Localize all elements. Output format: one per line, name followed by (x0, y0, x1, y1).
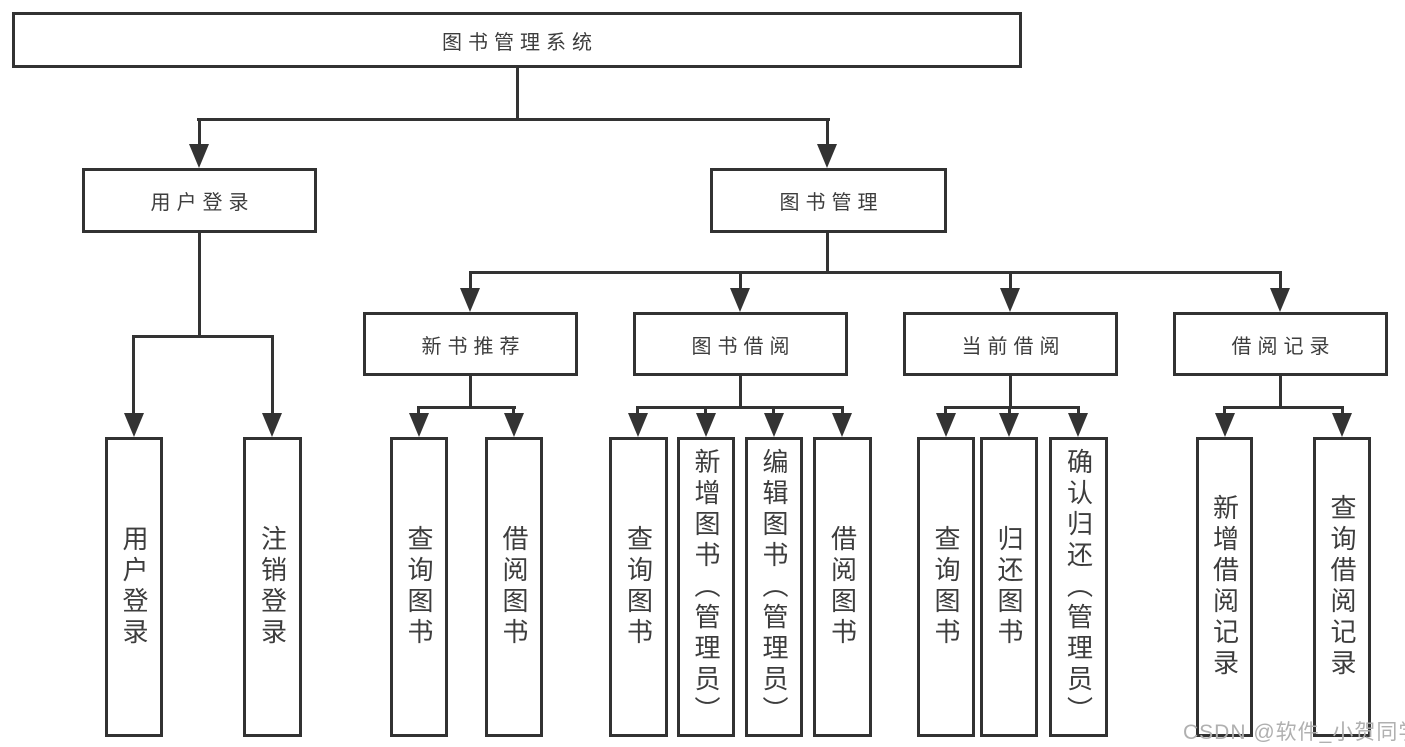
arrow-down-icon (409, 413, 429, 437)
node-borrow-records: 借阅记录 (1173, 312, 1388, 376)
connector-line (417, 406, 420, 417)
node-root-label: 图书管理系统 (442, 31, 598, 54)
connector-line (826, 233, 829, 271)
arrow-down-icon (189, 144, 209, 168)
connector-line (1223, 406, 1344, 409)
node-label: 借阅记录 (1231, 335, 1336, 358)
node-book-borrow: 图书借阅 (633, 312, 848, 376)
connector-line (1009, 271, 1012, 294)
arrow-down-icon (460, 288, 480, 312)
node-root: 图书管理系统 (12, 12, 1022, 68)
leaf-query-books-current: 查询图书 (917, 437, 975, 737)
arrow-down-icon (832, 413, 852, 437)
connector-line (1223, 406, 1226, 417)
arrow-down-icon (504, 413, 524, 437)
node-current-borrow: 当前借阅 (903, 312, 1118, 376)
arrow-down-icon (696, 413, 716, 437)
node-book-management: 图书管理 (710, 168, 947, 233)
connector-line (1008, 406, 1011, 417)
arrow-down-icon (1332, 413, 1352, 437)
leaf-label: 归还图书 (994, 525, 1024, 649)
connector-line (1009, 376, 1012, 406)
arrow-down-icon (730, 288, 750, 312)
connector-line (469, 271, 1282, 274)
leaf-label: 新增借阅记录 (1209, 494, 1240, 680)
leaf-edit-book-admin: 编辑图书（管理员） (745, 437, 803, 737)
connector-line (469, 376, 472, 406)
leaf-borrow-books: 借阅图书 (813, 437, 872, 737)
leaf-label: 借阅图书 (827, 525, 858, 649)
connector-line (944, 406, 947, 417)
connector-line (704, 406, 707, 417)
connector-line (132, 335, 274, 338)
node-label: 图书借阅 (691, 335, 796, 358)
leaf-label: 借阅图书 (499, 525, 529, 649)
node-label: 用户登录 (150, 192, 255, 214)
leaf-label: 用户登录 (119, 525, 149, 649)
leaf-confirm-return-admin: 确认归还（管理员） (1049, 437, 1108, 737)
watermark: CSDN @软件_小贺同学 (1183, 721, 1405, 744)
arrow-down-icon (764, 413, 784, 437)
connector-line (197, 118, 830, 121)
arrow-down-icon (628, 413, 648, 437)
leaf-label: 新增图书（管理员） (691, 447, 721, 727)
node-label: 当前借阅 (961, 335, 1066, 358)
leaf-add-borrow-record: 新增借阅记录 (1196, 437, 1253, 737)
connector-line (198, 118, 201, 150)
connector-line (198, 233, 201, 335)
leaf-query-books-recommend: 查询图书 (390, 437, 448, 737)
leaf-label: 查询图书 (404, 525, 434, 649)
connector-line (826, 118, 829, 150)
arrow-down-icon (1215, 413, 1235, 437)
connector-line (1341, 406, 1344, 417)
node-label: 图书管理 (779, 192, 884, 214)
leaf-query-books-borrow: 查询图书 (609, 437, 668, 737)
arrow-down-icon (1068, 413, 1088, 437)
leaf-add-book-admin: 新增图书（管理员） (677, 437, 735, 737)
leaf-label: 确认归还（管理员） (1063, 447, 1094, 727)
leaf-borrow-books-recommend: 借阅图书 (485, 437, 543, 737)
node-label: 新书推荐 (421, 335, 526, 358)
leaf-label: 查询图书 (623, 525, 654, 649)
connector-line (739, 271, 742, 294)
arrow-down-icon (1000, 288, 1020, 312)
connector-line (1077, 406, 1080, 417)
connector-line (417, 406, 516, 409)
leaf-logout: 注销登录 (243, 437, 302, 737)
connector-line (516, 68, 519, 118)
connector-line (271, 335, 274, 416)
connector-line (636, 406, 844, 409)
leaf-return-book: 归还图书 (980, 437, 1038, 737)
connector-line (772, 406, 775, 417)
connector-line (636, 406, 639, 417)
connector-line (841, 406, 844, 417)
connector-line (512, 406, 515, 417)
leaf-query-borrow-record: 查询借阅记录 (1313, 437, 1371, 737)
node-user-login: 用户登录 (82, 168, 317, 233)
arrow-down-icon (124, 413, 144, 437)
node-new-book-recommend: 新书推荐 (363, 312, 578, 376)
connector-line (1279, 271, 1282, 294)
arrow-down-icon (262, 413, 282, 437)
connector-line (944, 406, 1080, 409)
leaf-label: 注销登录 (257, 525, 288, 649)
connector-line (132, 335, 135, 416)
connector-line (469, 271, 472, 294)
leaf-label: 编辑图书（管理员） (759, 447, 789, 727)
arrow-down-icon (1270, 288, 1290, 312)
arrow-down-icon (936, 413, 956, 437)
connector-line (1279, 376, 1282, 406)
connector-line (739, 376, 742, 406)
leaf-user-login: 用户登录 (105, 437, 163, 737)
leaf-label: 查询图书 (931, 525, 961, 649)
leaf-label: 查询借阅记录 (1327, 494, 1357, 680)
arrow-down-icon (817, 144, 837, 168)
arrow-down-icon (999, 413, 1019, 437)
